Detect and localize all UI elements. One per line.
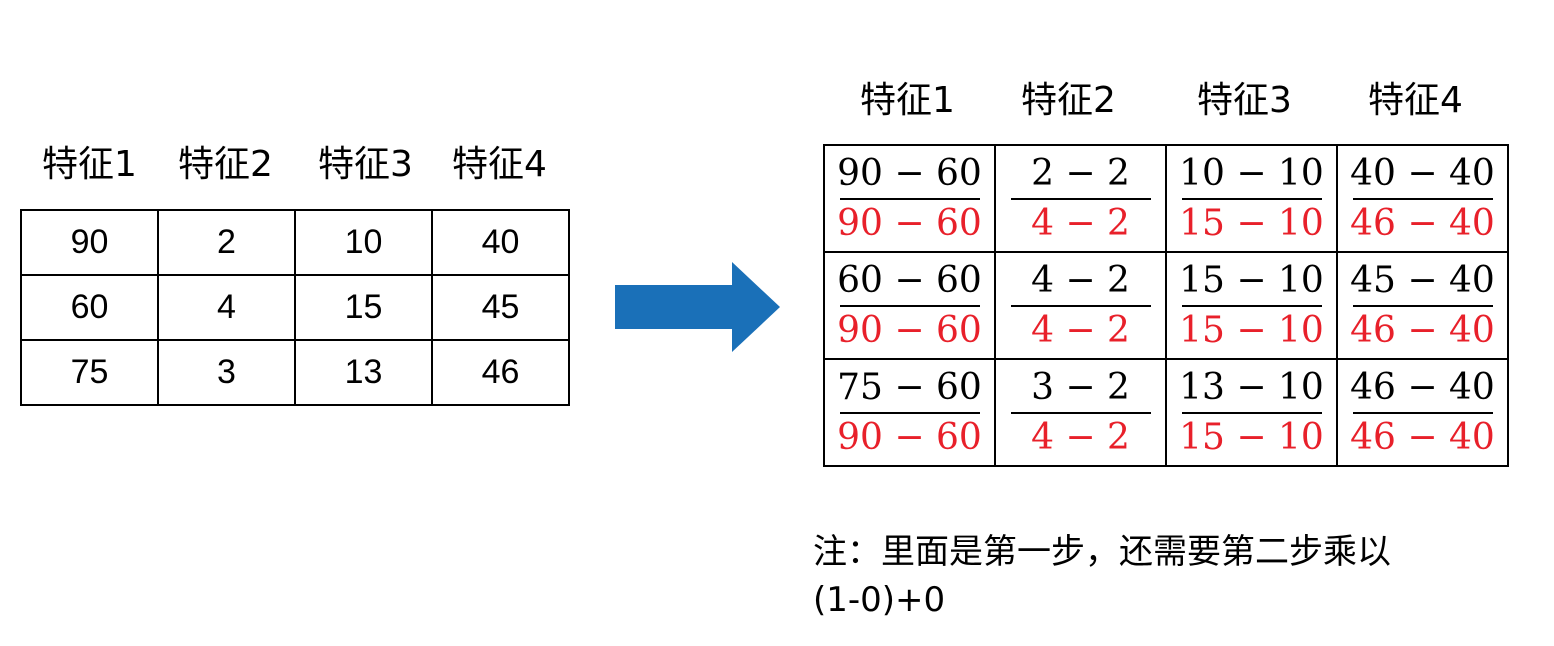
table-cell: 40 <box>431 209 570 276</box>
table-cell: 46 − 40 46 − 40 <box>1336 358 1509 467</box>
fraction: 40 − 40 46 − 40 <box>1338 152 1507 246</box>
left-data-table: 90 2 10 40 60 4 15 45 75 3 13 46 <box>20 209 570 406</box>
fraction-numerator: 75 − 60 <box>837 366 982 408</box>
table-cell: 15 <box>294 274 433 341</box>
fraction-denominator: 46 − 40 <box>1350 416 1495 458</box>
fraction: 45 − 40 46 − 40 <box>1338 259 1507 353</box>
right-arrow-icon <box>615 262 780 352</box>
fraction-numerator: 45 − 40 <box>1350 259 1495 301</box>
table-cell: 3 − 2 4 − 2 <box>994 358 1167 467</box>
fraction-bar <box>1352 411 1493 414</box>
fraction: 3 − 2 4 − 2 <box>996 366 1165 460</box>
fraction-denominator: 4 − 2 <box>1031 202 1130 244</box>
note-line-2: (1-0)+0 <box>813 580 946 620</box>
fraction-denominator: 90 − 60 <box>837 309 982 351</box>
fraction-numerator: 10 − 10 <box>1179 152 1324 194</box>
fraction: 13 − 10 15 − 10 <box>1167 366 1336 460</box>
table-row: 60 4 15 45 <box>20 274 570 341</box>
table-cell: 3 <box>157 339 296 406</box>
fraction-bar <box>1352 304 1493 307</box>
fraction-bar <box>1352 197 1493 200</box>
table-cell: 45 − 40 46 − 40 <box>1336 251 1509 360</box>
fraction: 75 − 60 90 − 60 <box>825 366 994 460</box>
note-text: 注：里面是第一步，还需要第二步乘以 (1-0)+0 <box>813 528 1533 624</box>
table-cell: 46 <box>431 339 570 406</box>
table-row: 75 − 60 90 − 60 3 − 2 4 − 2 13 − 10 15 − 10… <box>823 358 1509 467</box>
left-header-feature-4: 特征4 <box>452 144 547 185</box>
table-row: 90 − 60 90 − 60 2 − 2 4 − 2 10 − 10 15 − 10… <box>823 144 1509 253</box>
fraction-numerator: 2 − 2 <box>1031 152 1130 194</box>
table-cell: 90 − 60 90 − 60 <box>823 144 996 253</box>
table-cell: 75 <box>20 339 159 406</box>
fraction-numerator: 13 − 10 <box>1179 366 1324 408</box>
table-cell: 40 − 40 46 − 40 <box>1336 144 1509 253</box>
fraction-denominator: 46 − 40 <box>1350 309 1495 351</box>
note-line-1: 注：里面是第一步，还需要第二步乘以 <box>813 532 1391 572</box>
fraction-numerator: 3 − 2 <box>1031 366 1130 408</box>
right-table-headers: 特征1 特征2 特征3 特征4 <box>823 76 1507 126</box>
table-cell: 60 <box>20 274 159 341</box>
normalization-table: 90 − 60 90 − 60 2 − 2 4 − 2 10 − 10 15 − 10… <box>823 144 1509 467</box>
arrow-shape <box>615 262 780 352</box>
fraction: 90 − 60 90 − 60 <box>825 152 994 246</box>
fraction-bar <box>1181 304 1322 307</box>
table-cell: 13 <box>294 339 433 406</box>
fraction-bar <box>839 304 980 307</box>
fraction-denominator: 4 − 2 <box>1031 309 1130 351</box>
table-cell: 2 − 2 4 − 2 <box>994 144 1167 253</box>
fraction: 10 − 10 15 − 10 <box>1167 152 1336 246</box>
table-cell: 60 − 60 90 − 60 <box>823 251 996 360</box>
left-header-feature-2: 特征2 <box>178 144 273 185</box>
table-cell: 75 − 60 90 − 60 <box>823 358 996 467</box>
fraction-denominator: 46 − 40 <box>1350 202 1495 244</box>
fraction-denominator: 4 − 2 <box>1031 416 1130 458</box>
fraction: 46 − 40 46 − 40 <box>1338 366 1507 460</box>
fraction-denominator: 15 − 10 <box>1179 416 1324 458</box>
fraction-numerator: 15 − 10 <box>1179 259 1324 301</box>
left-header-feature-1: 特征1 <box>42 144 137 185</box>
table-cell: 45 <box>431 274 570 341</box>
fraction-numerator: 90 − 60 <box>837 152 982 194</box>
left-header-feature-3: 特征3 <box>318 144 413 185</box>
fraction: 15 − 10 15 − 10 <box>1167 259 1336 353</box>
fraction-bar <box>839 197 980 200</box>
fraction-bar <box>1181 411 1322 414</box>
table-cell: 4 <box>157 274 296 341</box>
fraction-bar <box>839 411 980 414</box>
right-header-feature-1: 特征1 <box>860 80 955 121</box>
table-cell: 2 <box>157 209 296 276</box>
fraction-denominator: 15 − 10 <box>1179 309 1324 351</box>
fraction-bar <box>1010 197 1151 200</box>
fraction-numerator: 46 − 40 <box>1350 366 1495 408</box>
fraction-bar <box>1010 411 1151 414</box>
fraction-denominator: 90 − 60 <box>837 202 982 244</box>
fraction-numerator: 4 − 2 <box>1031 259 1130 301</box>
fraction-denominator: 90 − 60 <box>837 416 982 458</box>
right-header-feature-2: 特征2 <box>1021 80 1116 121</box>
table-cell: 10 <box>294 209 433 276</box>
fraction-numerator: 60 − 60 <box>837 259 982 301</box>
fraction-denominator: 15 − 10 <box>1179 202 1324 244</box>
fraction-bar <box>1181 197 1322 200</box>
table-cell: 4 − 2 4 − 2 <box>994 251 1167 360</box>
table-cell: 13 − 10 15 − 10 <box>1165 358 1338 467</box>
fraction: 60 − 60 90 − 60 <box>825 259 994 353</box>
fraction: 2 − 2 4 − 2 <box>996 152 1165 246</box>
fraction: 4 − 2 4 − 2 <box>996 259 1165 353</box>
table-cell: 15 − 10 15 − 10 <box>1165 251 1338 360</box>
table-cell: 10 − 10 15 − 10 <box>1165 144 1338 253</box>
table-cell: 90 <box>20 209 159 276</box>
fraction-numerator: 40 − 40 <box>1350 152 1495 194</box>
fraction-bar <box>1010 304 1151 307</box>
table-row: 75 3 13 46 <box>20 339 570 406</box>
right-header-feature-3: 特征3 <box>1197 80 1292 121</box>
right-header-feature-4: 特征4 <box>1368 80 1463 121</box>
table-row: 90 2 10 40 <box>20 209 570 276</box>
left-table-headers: 特征1 特征2 特征3 特征4 <box>20 140 570 190</box>
